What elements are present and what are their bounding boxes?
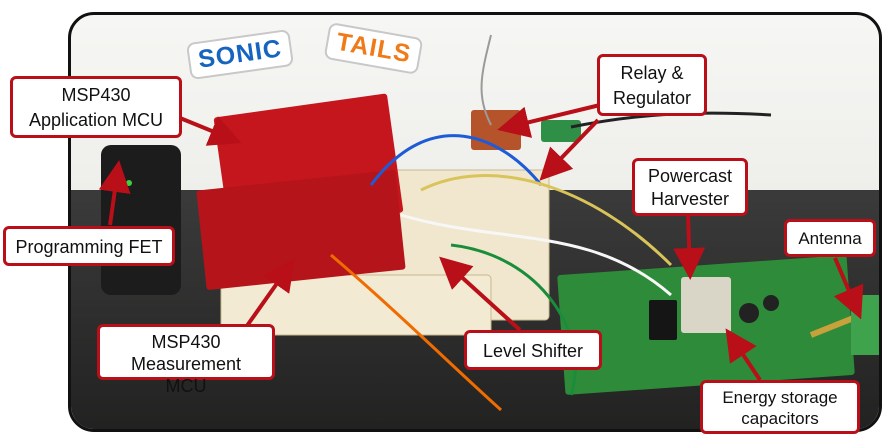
wire-white bbox=[400, 213, 672, 297]
wire-green bbox=[450, 243, 577, 396]
label-powercast: Powercast Harvester bbox=[632, 158, 748, 216]
capacitor-1 bbox=[739, 303, 759, 323]
powercast-module bbox=[681, 277, 731, 333]
terminal-block bbox=[541, 120, 581, 142]
wire-yellow bbox=[420, 174, 673, 267]
status-led bbox=[126, 180, 132, 186]
label-meas-mcu: MSP430 Measurement MCU bbox=[97, 324, 275, 396]
relay-board bbox=[471, 110, 521, 150]
label-programming-fet: Programming FET bbox=[3, 226, 175, 266]
antenna-body bbox=[851, 295, 879, 355]
header-connector bbox=[649, 300, 677, 340]
label-antenna: Antenna bbox=[784, 219, 876, 257]
wire-orange bbox=[330, 253, 503, 412]
label-level-shifter: Level Shifter bbox=[464, 330, 602, 370]
programming-fet-device bbox=[101, 145, 181, 295]
capacitor-2 bbox=[763, 295, 779, 311]
hardware-photo bbox=[68, 12, 882, 432]
label-energy-storage: Energy storage capacitors bbox=[700, 380, 860, 434]
label-relay-regulator: Relay & Regulator bbox=[597, 54, 707, 116]
wire-gray bbox=[480, 34, 492, 126]
label-app-mcu: MSP430 Application MCU bbox=[10, 76, 182, 138]
wire-blue bbox=[369, 134, 543, 186]
launchpad-meas-mcu bbox=[196, 170, 406, 290]
